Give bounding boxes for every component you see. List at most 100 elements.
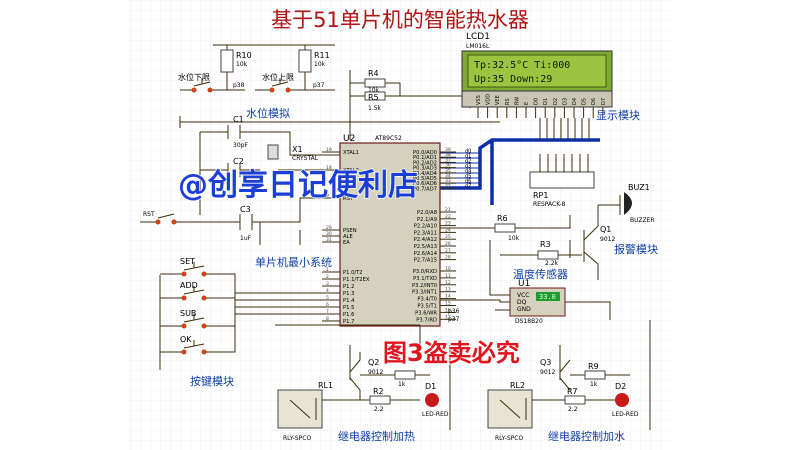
key-ok-button[interactable] — [181, 340, 207, 355]
q1-ref: Q1 — [600, 225, 611, 234]
mcu-right-pin-label: P0.0/AD0 — [413, 150, 437, 156]
key-set-label: SET — [180, 257, 195, 266]
mcu-left-pin-number: 19 — [326, 147, 332, 153]
reset-button[interactable] — [155, 213, 177, 225]
key-sub-button[interactable] — [181, 314, 207, 329]
buz1-ref: BUZ1 — [628, 183, 650, 192]
reset-section: RST C3 1uF — [140, 197, 340, 245]
lcd-pin-label: E — [524, 102, 530, 105]
bus-tap-label: d7 — [465, 184, 471, 190]
lcd-pin-label: D4 — [572, 98, 578, 105]
mcu-left-pin-number: 6 — [326, 302, 329, 308]
mcu-part: AT89C52 — [375, 135, 402, 142]
mcu-left-pin-label: P1.3 — [343, 291, 354, 297]
q1-value: 9012 — [600, 236, 615, 243]
u1-value: DS18B20 — [515, 318, 543, 325]
mcu-left-pin-label: PSEN — [343, 228, 357, 234]
watermark-warning: 图3盗卖必究 — [383, 339, 520, 367]
lcd-pin-label: D6 — [591, 98, 597, 105]
mcu-right-pin-number: 17 — [445, 314, 451, 320]
lcd-pin-label: D7 — [601, 98, 607, 105]
mcu-right-pin-number: 32 — [445, 183, 451, 189]
bus-tap-label: d1 — [465, 154, 471, 160]
r11-value: 10k — [314, 61, 326, 68]
water-level-module: R10 10k R11 10k 水位下限 水位上限 p38 p37 水位模拟 — [178, 44, 500, 128]
resistor-r1 — [394, 370, 416, 380]
mcu-right-pin-label: P2.4/A12 — [414, 237, 437, 243]
mcu-left-pin-label: RST — [343, 196, 354, 202]
mcu-right-pin-label: P2.3/A11 — [414, 230, 437, 236]
mcu-left-pin-number: 30 — [326, 231, 332, 237]
mcu-right-pin-label: P2.0/A8 — [417, 210, 437, 216]
r11-ref: R11 — [314, 51, 330, 60]
switch-water-low[interactable] — [191, 78, 213, 93]
c3-ref: C3 — [240, 205, 251, 214]
r5-value: 1.5k — [368, 105, 382, 112]
buz1-value: BUZZER — [630, 217, 655, 224]
key-ok-label: OK — [180, 335, 192, 344]
x1-value: CRYSTAL — [292, 155, 319, 162]
bus-tap-label: d2 — [465, 159, 471, 165]
mcu-left-pin-label: P1.0/T2 — [343, 270, 363, 276]
resistor-r7 — [564, 395, 586, 405]
net-p38: p38 — [233, 82, 245, 89]
mcu-right-pin-label: P2.1/A9 — [417, 217, 437, 223]
mcu-right-pin-number: 38 — [445, 152, 451, 158]
mcu-left-pin-label: P1.5 — [343, 305, 354, 311]
mcu-right-pin-label: P0.4/AD4 — [413, 171, 438, 177]
mcu-left-pin-label: XTAL2 — [343, 168, 359, 174]
resistor-r4 — [364, 78, 386, 88]
r7-ref: R7 — [567, 387, 578, 396]
key-add-button[interactable] — [181, 286, 207, 301]
r3-value: 2.2k — [545, 260, 559, 267]
mcu-left-pin-number: 9 — [326, 193, 329, 199]
mcu-right-pin-number: 27 — [445, 248, 451, 254]
c1-ref: C1 — [233, 115, 244, 124]
mcu-left-pin-number: 18 — [326, 165, 332, 171]
relay-rl1 — [277, 389, 323, 429]
r3-ref: R3 — [540, 240, 551, 249]
label-alarm-module: 报警模块 — [614, 242, 658, 256]
rl2-value: RLY-SPCO — [495, 435, 523, 442]
mcu-left-pin-label: P1.4 — [343, 298, 355, 304]
page-title: 基于51单片机的智能热水器 — [271, 8, 529, 32]
net-p37-top: p37 — [313, 82, 325, 89]
q2-ref: Q2 — [368, 358, 379, 367]
lcd-part: LM016L — [466, 43, 490, 50]
r6-ref: R6 — [497, 214, 508, 223]
mcu-right-pin-number: 28 — [445, 255, 451, 261]
switch-water-high[interactable] — [269, 78, 291, 93]
key-set-button[interactable] — [181, 262, 207, 277]
label-temp-module: 温度传感器 — [513, 267, 568, 281]
resistor-r2 — [369, 395, 391, 405]
mcu-right-pin-number: 34 — [445, 173, 451, 179]
resistor-r11 — [298, 49, 312, 73]
rp1-value: RESPACK-8 — [533, 201, 566, 208]
mcu-right-pin-number: 24 — [445, 227, 451, 233]
q2-value: 9012 — [368, 369, 383, 376]
lcd-pin-strip — [461, 90, 613, 108]
r6-value: 10k — [508, 235, 520, 242]
lcd-pin-label: VEE — [495, 95, 501, 105]
mcu-right-pin-number: 12 — [445, 280, 451, 286]
lcd-pin-label: VDD — [486, 94, 492, 105]
key-add-label: ADD — [180, 281, 198, 290]
mcu-right-pin-number: 21 — [445, 207, 451, 213]
lcd-screen — [467, 54, 607, 88]
lcd-pin-label: D0 — [534, 98, 540, 105]
mcu-body — [339, 142, 441, 327]
label-relay-heat: 继电器控制加热 — [338, 429, 415, 443]
relay-water-section: Q3 9012 R9 1k RL2 RLY-SPCO R7 2.2 D2 LED… — [449, 320, 651, 443]
mcu-right-pin-number: 36 — [445, 163, 451, 169]
lcd-pin-label: RW — [514, 97, 520, 105]
resistor-r6 — [494, 223, 516, 233]
r5-ref: R5 — [368, 93, 379, 102]
rl1-value: RLY-SPCO — [283, 435, 311, 442]
bus-tap-label: d4 — [465, 169, 471, 175]
mcu-right-pin-label: P0.3/AD3 — [413, 166, 437, 172]
c1-value: 30pF — [233, 142, 248, 149]
